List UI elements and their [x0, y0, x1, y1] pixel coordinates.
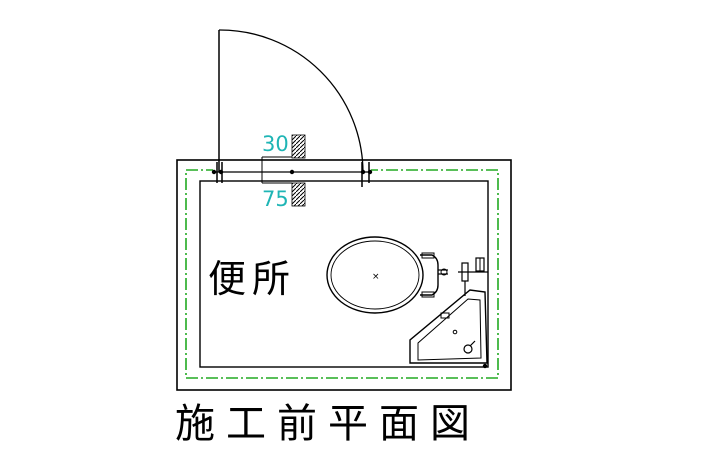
room-label: 便所: [208, 257, 296, 301]
drawing-title: 施工前平面図: [175, 401, 481, 447]
outer-wall: [176, 159, 512, 391]
door-opening: [211, 162, 373, 187]
inner-wall: [199, 180, 489, 368]
dimension-lower-label: 75: [262, 187, 289, 211]
dimension-marker-lower: [261, 172, 306, 207]
corner-sink-fixture: [409, 289, 488, 369]
toilet-fixture: ×: [326, 236, 448, 314]
wall-valve: [458, 257, 488, 296]
dimension-marker-upper: [261, 134, 306, 172]
swing-door: [218, 29, 364, 173]
svg-text:×: ×: [372, 272, 380, 282]
dimension-upper-label: 30: [262, 132, 289, 156]
